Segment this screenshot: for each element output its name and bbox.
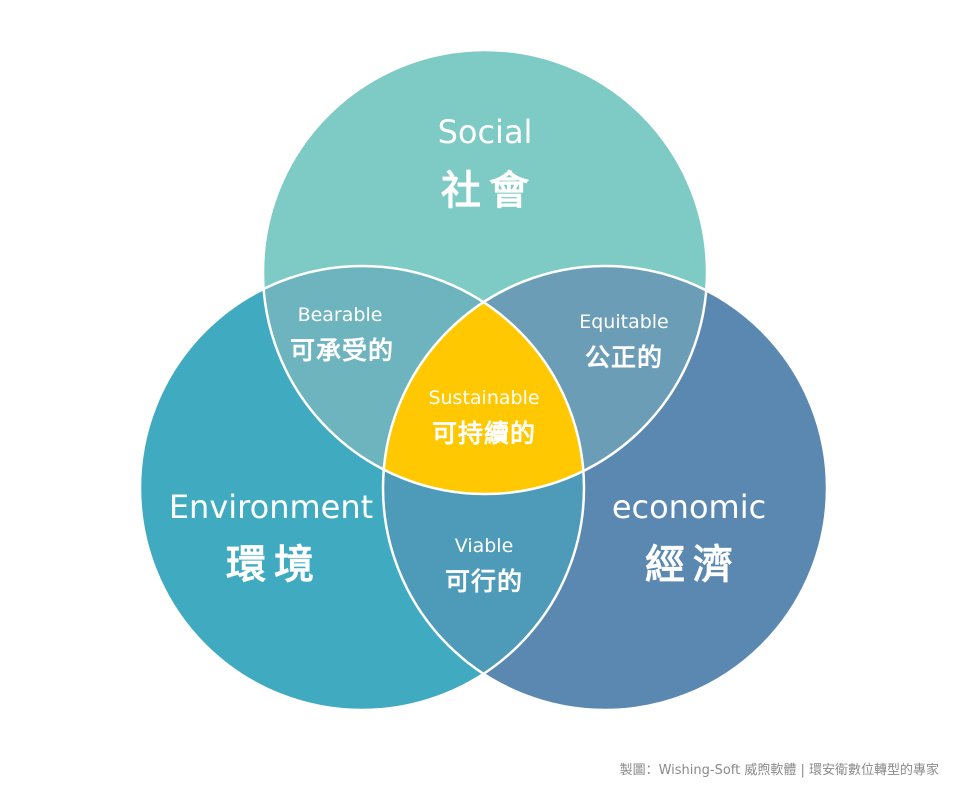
bearable-label-zh: 可承受的 — [290, 336, 394, 365]
equitable-label-zh: 公正的 — [585, 343, 663, 372]
social-label-zh: 社會 — [441, 168, 537, 214]
credit-footer: 製圖：Wishing-Soft 威煦軟體 | 環安衛數位轉型的專家 — [619, 763, 939, 778]
sustainable-label-en: Sustainable — [428, 387, 539, 409]
viable-label-en: Viable — [455, 535, 514, 557]
viable-label-zh: 可行的 — [445, 567, 523, 596]
environment-label-zh: 環境 — [226, 542, 322, 588]
social-label-en: Social — [438, 113, 533, 151]
sustainable-overlap — [383, 266, 584, 494]
bearable-label-en: Bearable — [298, 304, 383, 326]
environment-label-en: Environment — [169, 488, 373, 526]
circle-outlines — [138, 48, 829, 712]
economic-label-en: economic — [612, 488, 766, 526]
sustainable-label-zh: 可持續的 — [432, 419, 536, 448]
equitable-label-en: Equitable — [579, 311, 669, 333]
economic-label-zh: 經濟 — [645, 542, 741, 588]
